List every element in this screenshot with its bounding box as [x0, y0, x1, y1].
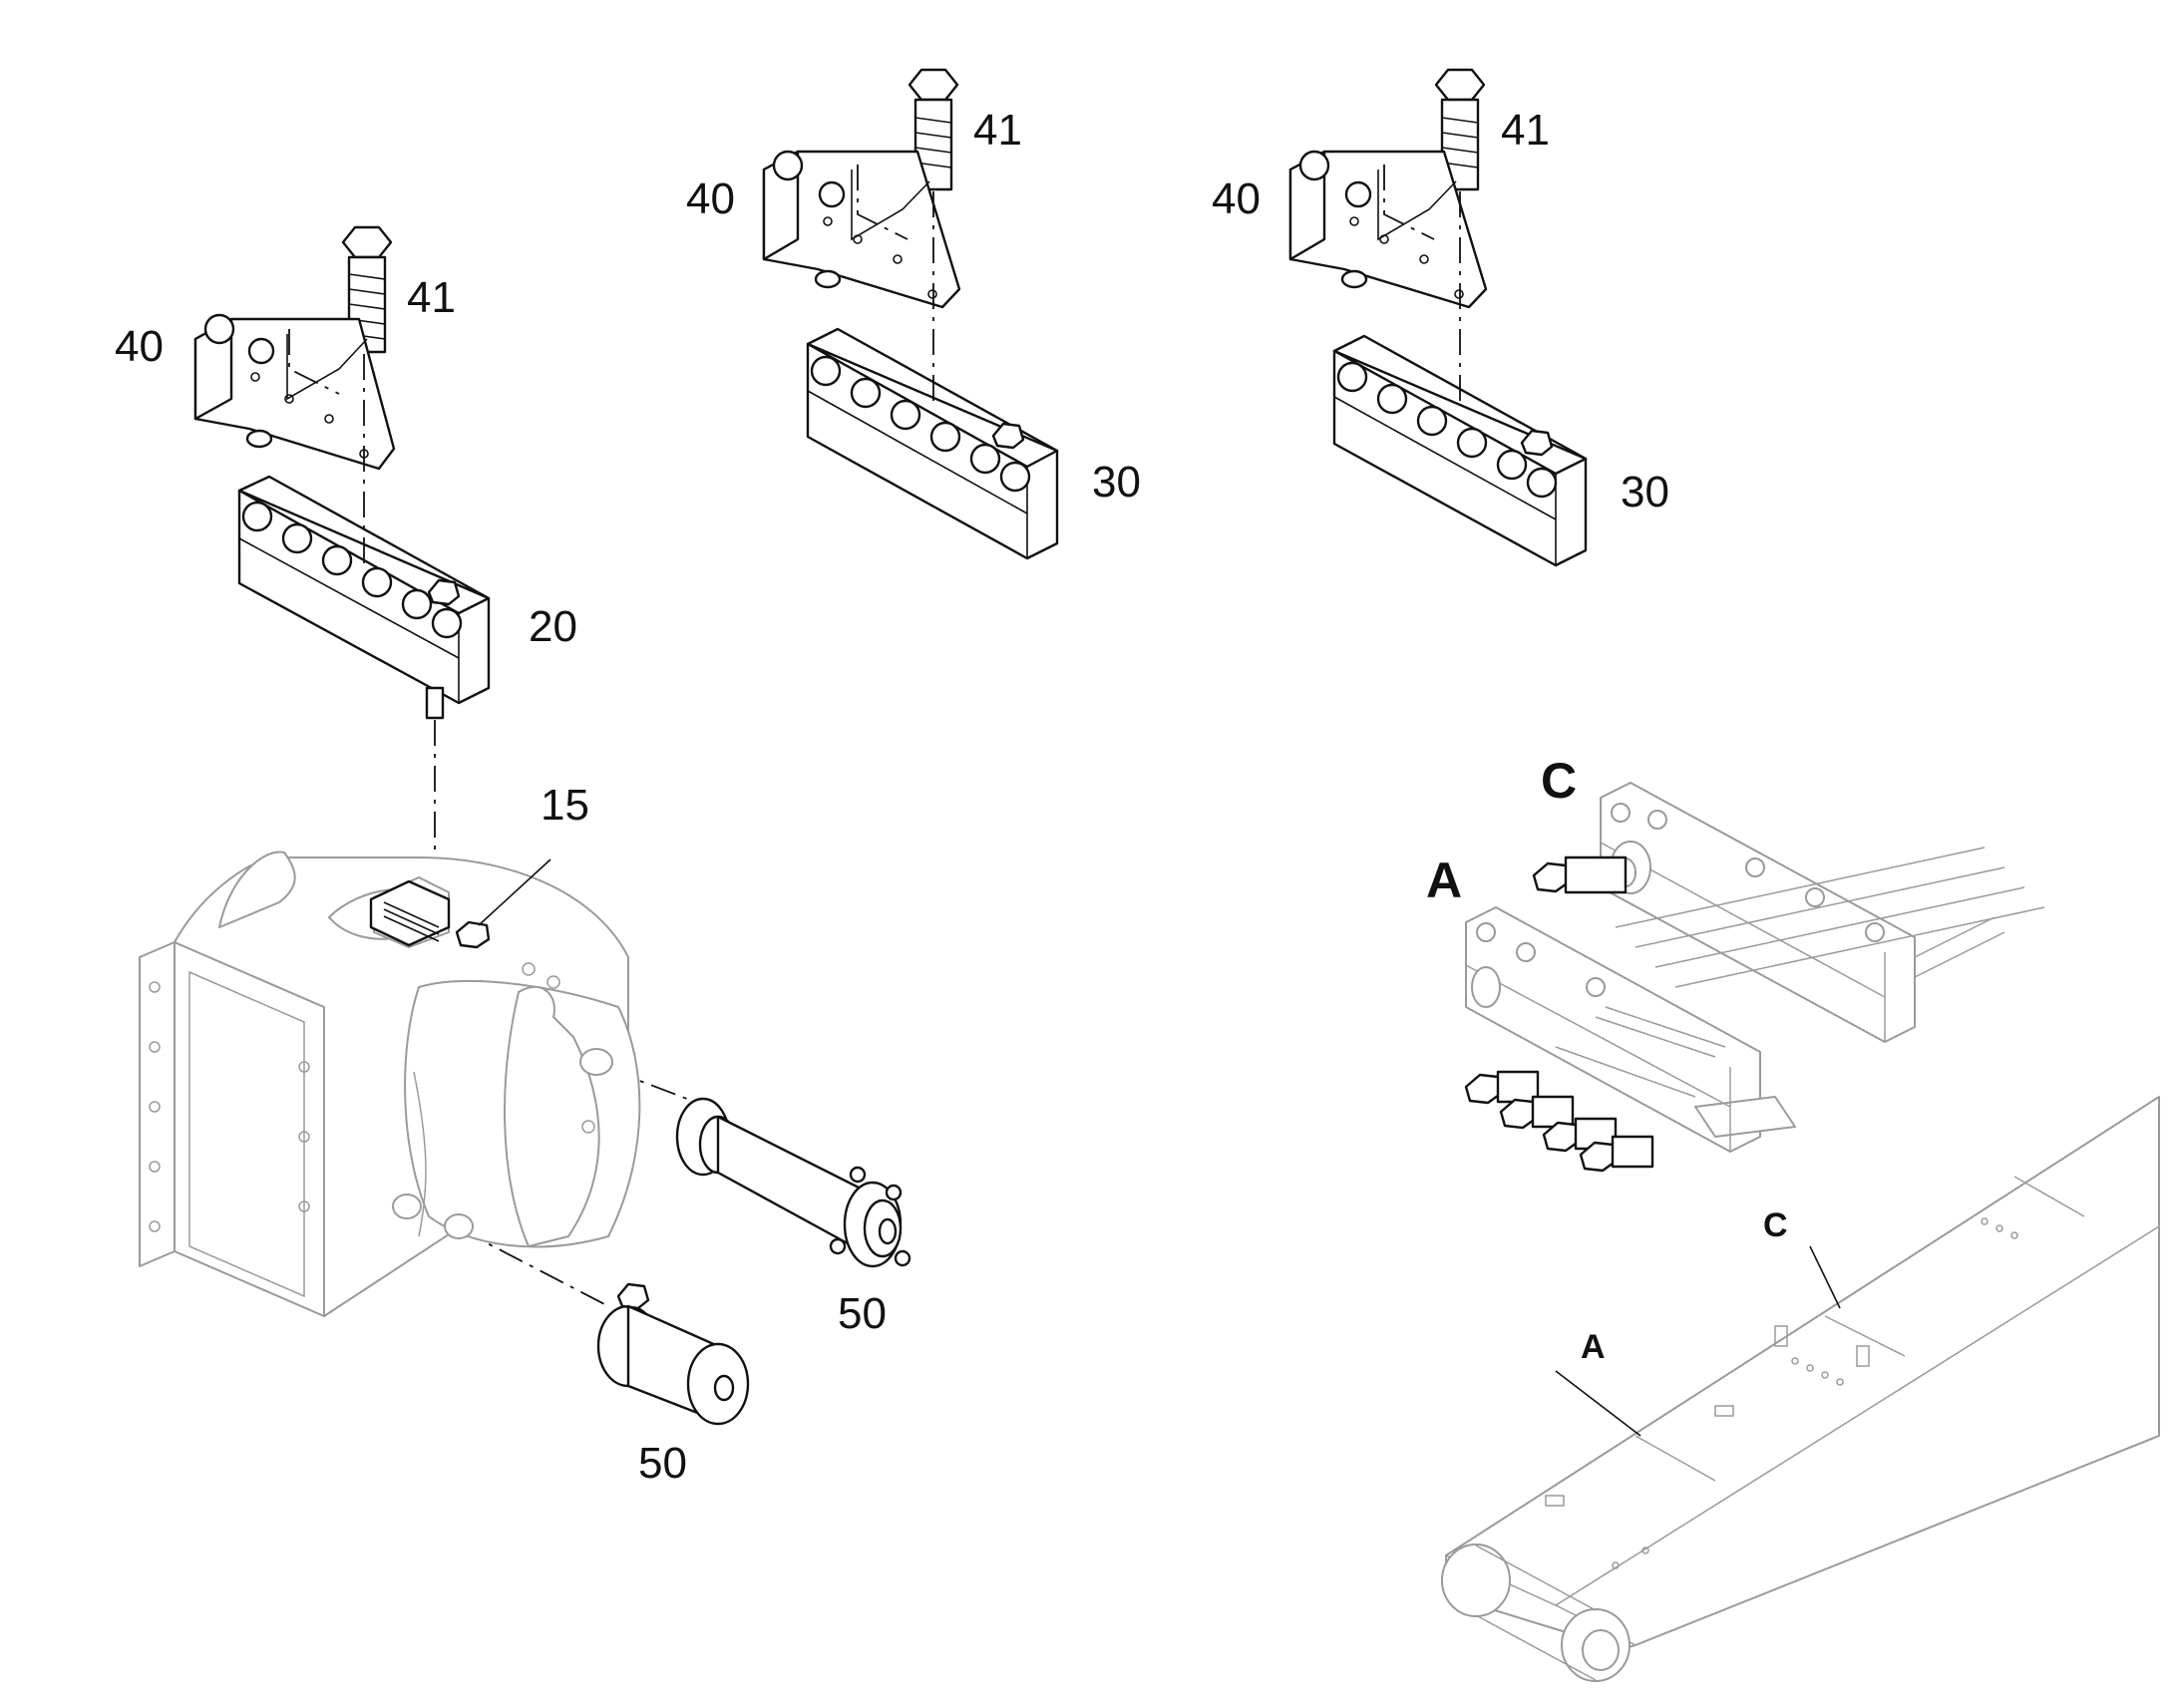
callout-40-right: 40: [1212, 174, 1261, 223]
callout-50-upper: 50: [838, 1289, 887, 1338]
pin-50-upper: [675, 1097, 911, 1268]
assembly-lines: [288, 165, 1461, 1307]
detail-label-c: C: [1541, 753, 1577, 809]
bracket-40-middle: [762, 150, 961, 309]
location-label-a: A: [1581, 1328, 1606, 1366]
clamp-30-right: [1332, 334, 1588, 567]
callout-15: 15: [541, 781, 589, 830]
callout-30-right: 30: [1621, 468, 1669, 516]
bracket-40-right: [1288, 150, 1488, 309]
leader-loc-c: [1809, 1245, 1841, 1309]
callout-41-left: 41: [407, 273, 456, 322]
location-label-c: C: [1763, 1206, 1788, 1244]
bracket-40-left: [193, 313, 396, 471]
detail-label-a: A: [1426, 853, 1462, 908]
callout-30-middle: 30: [1092, 458, 1141, 507]
clamp-30-middle: [806, 327, 1059, 560]
callout-41-right: 41: [1501, 106, 1550, 155]
leader-loc-a: [1555, 1370, 1641, 1437]
callout-40-left: 40: [115, 322, 164, 371]
callout-20: 20: [529, 602, 577, 651]
fittings-a: [1464, 855, 1654, 1173]
box-15: [369, 879, 451, 947]
callout-50-lower: 50: [638, 1439, 687, 1488]
leader-15: [478, 858, 551, 926]
fitting-15: [455, 920, 491, 949]
boom-location-view: [1441, 1096, 2160, 1682]
boom-housing: [139, 851, 641, 1317]
callout-40-middle: 40: [686, 174, 735, 223]
pin-50-lower: [596, 1282, 750, 1426]
callout-41-middle: 41: [973, 106, 1022, 155]
detail-view: [1464, 782, 2045, 1173]
